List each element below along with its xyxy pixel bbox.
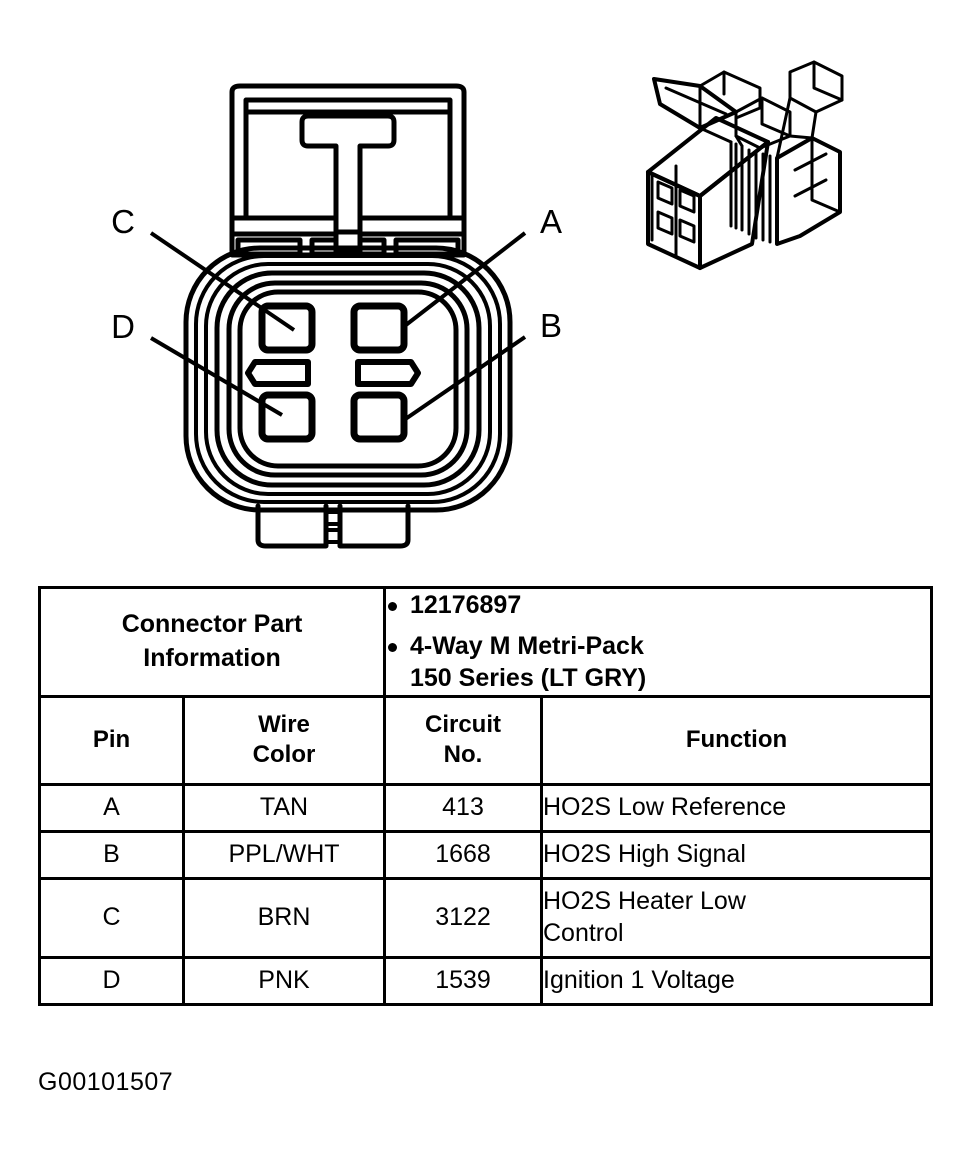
row-function: HO2S High Signal xyxy=(539,829,934,880)
part-number-text: 12176897 xyxy=(410,591,522,619)
connector-type-text: 4-Way M Metri-Pack xyxy=(410,631,644,660)
header-circuit-no-line1: Circuit xyxy=(424,711,501,738)
connector-part-title-cell: Connector Part Information xyxy=(38,586,386,698)
row-pin: A xyxy=(38,782,185,833)
table-row: B PPL/WHT 1668 HO2S High Signal xyxy=(38,829,934,880)
callout-leader-lines xyxy=(149,231,527,422)
cavity-A xyxy=(350,302,408,354)
header-pin: Pin xyxy=(38,694,185,786)
table-header-row: Pin Wire Color Circuit No. Function xyxy=(38,694,934,786)
header-circuit-no: Circuit No. xyxy=(383,694,543,786)
header-function: Function xyxy=(539,694,934,786)
leader-line-A xyxy=(400,231,527,330)
row-circuit-no: 1668 xyxy=(383,829,543,880)
header-circuit-no-line2: No. xyxy=(443,741,483,768)
connector-part-bullet-list: 12176897 4-Way M Metri-Pack 150 Series (… xyxy=(386,589,930,695)
cavity-D xyxy=(258,391,316,443)
row-wire-color: TAN xyxy=(182,782,386,833)
callout-label-C: C xyxy=(111,203,135,240)
leader-line-C xyxy=(149,231,296,332)
table-row: D PNK 1539 Ignition 1 Voltage xyxy=(38,955,934,1006)
table-row: C BRN 3122 HO2S Heater Low Control xyxy=(38,876,934,959)
connector-part-bullet-description: 4-Way M Metri-Pack 150 Series (LT GRY) xyxy=(387,630,930,695)
row-function: HO2S Low Reference xyxy=(539,782,934,833)
row-wire-color: PPL/WHT xyxy=(182,829,386,880)
connector-face-view xyxy=(183,83,513,549)
connector-part-title-line1: Connector Part xyxy=(121,610,303,638)
row-function-line2: Control xyxy=(543,918,624,947)
header-wire-color: Wire Color xyxy=(182,694,386,786)
table-row: A TAN 413 HO2S Low Reference xyxy=(38,782,934,833)
connector-part-title-line2: Information xyxy=(143,643,281,672)
row-function: Ignition 1 Voltage xyxy=(539,955,934,1006)
connector-diagram: C D A B xyxy=(0,0,970,575)
row-function: HO2S Heater Low Control xyxy=(539,876,934,959)
callout-label-B: B xyxy=(540,307,562,344)
connector-part-info-cell: 12176897 4-Way M Metri-Pack 150 Series (… xyxy=(382,586,934,698)
leader-line-B xyxy=(402,335,527,422)
row-circuit-no: 1539 xyxy=(383,955,543,1006)
connector-isometric-view xyxy=(646,60,844,270)
figure-caption: G00101507 xyxy=(38,1068,174,1096)
connector-part-row: Connector Part Information 12176897 4-Wa… xyxy=(38,586,934,698)
header-wire-color-line2: Color xyxy=(252,741,316,768)
callout-label-D: D xyxy=(111,308,135,345)
connector-series-text: 150 Series (LT GRY) xyxy=(410,664,647,692)
row-pin: D xyxy=(38,955,185,1006)
row-circuit-no: 3122 xyxy=(383,876,543,959)
connector-part-bullet-partnumber: 12176897 xyxy=(387,589,930,622)
row-function-line1: HO2S Heater Low xyxy=(543,887,746,916)
leader-line-D xyxy=(149,336,284,417)
row-wire-color: BRN xyxy=(182,876,386,959)
row-wire-color: PNK xyxy=(182,955,386,1006)
cavity-B xyxy=(350,391,408,443)
cavity-C xyxy=(258,302,316,354)
header-wire-color-line1: Wire xyxy=(258,711,310,738)
row-pin: C xyxy=(38,876,185,959)
row-pin: B xyxy=(38,829,185,880)
connector-information-table: Connector Part Information 12176897 4-Wa… xyxy=(38,586,934,1006)
callout-label-A: A xyxy=(540,203,562,240)
row-circuit-no: 413 xyxy=(383,782,543,833)
